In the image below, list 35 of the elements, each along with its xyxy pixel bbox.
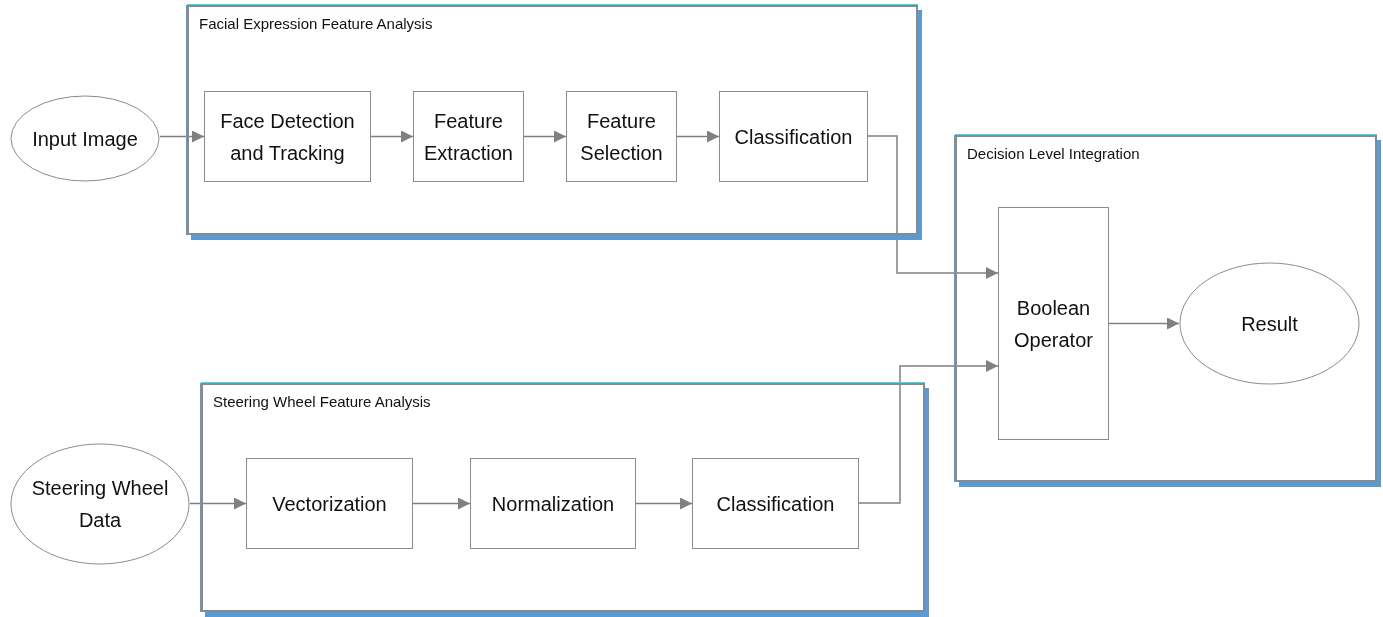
arrow <box>635 497 693 510</box>
node-label: Classification <box>734 124 853 150</box>
node-label: Vectorization <box>272 491 387 517</box>
arrow <box>523 130 567 143</box>
arrow <box>159 130 205 143</box>
node-label: Face Detection and Tracking <box>219 108 356 166</box>
node-label: Classification <box>716 491 835 517</box>
arrow <box>370 130 414 143</box>
node-label: Steering Wheel Data <box>30 476 170 533</box>
node-label: Normalization <box>491 491 615 517</box>
process-box <box>204 91 371 182</box>
process-box <box>246 458 413 549</box>
ellipse-node <box>10 95 160 182</box>
process-box <box>413 91 524 182</box>
node-label: Feature Selection <box>579 108 664 166</box>
process-box <box>566 91 677 182</box>
node-label: Feature Extraction <box>423 108 514 166</box>
arrow <box>867 135 999 279</box>
process-box <box>719 91 868 182</box>
arrow <box>1108 317 1180 330</box>
panel-title: Decision Level Integration <box>967 145 1140 162</box>
arrow <box>189 497 247 510</box>
node-label: Input Image <box>32 126 138 152</box>
arrow <box>676 130 720 143</box>
node-label: Result <box>1241 311 1298 337</box>
ellipse-node <box>1179 262 1360 385</box>
process-box <box>692 458 859 549</box>
panel-title: Facial Expression Feature Analysis <box>199 15 433 32</box>
process-box <box>998 207 1109 440</box>
node-label: Boolean Operator <box>1013 295 1094 353</box>
panel-title: Steering Wheel Feature Analysis <box>213 393 431 410</box>
arrow <box>858 360 999 504</box>
ellipse-node <box>10 443 190 565</box>
process-box <box>470 458 636 549</box>
arrow <box>412 497 471 510</box>
